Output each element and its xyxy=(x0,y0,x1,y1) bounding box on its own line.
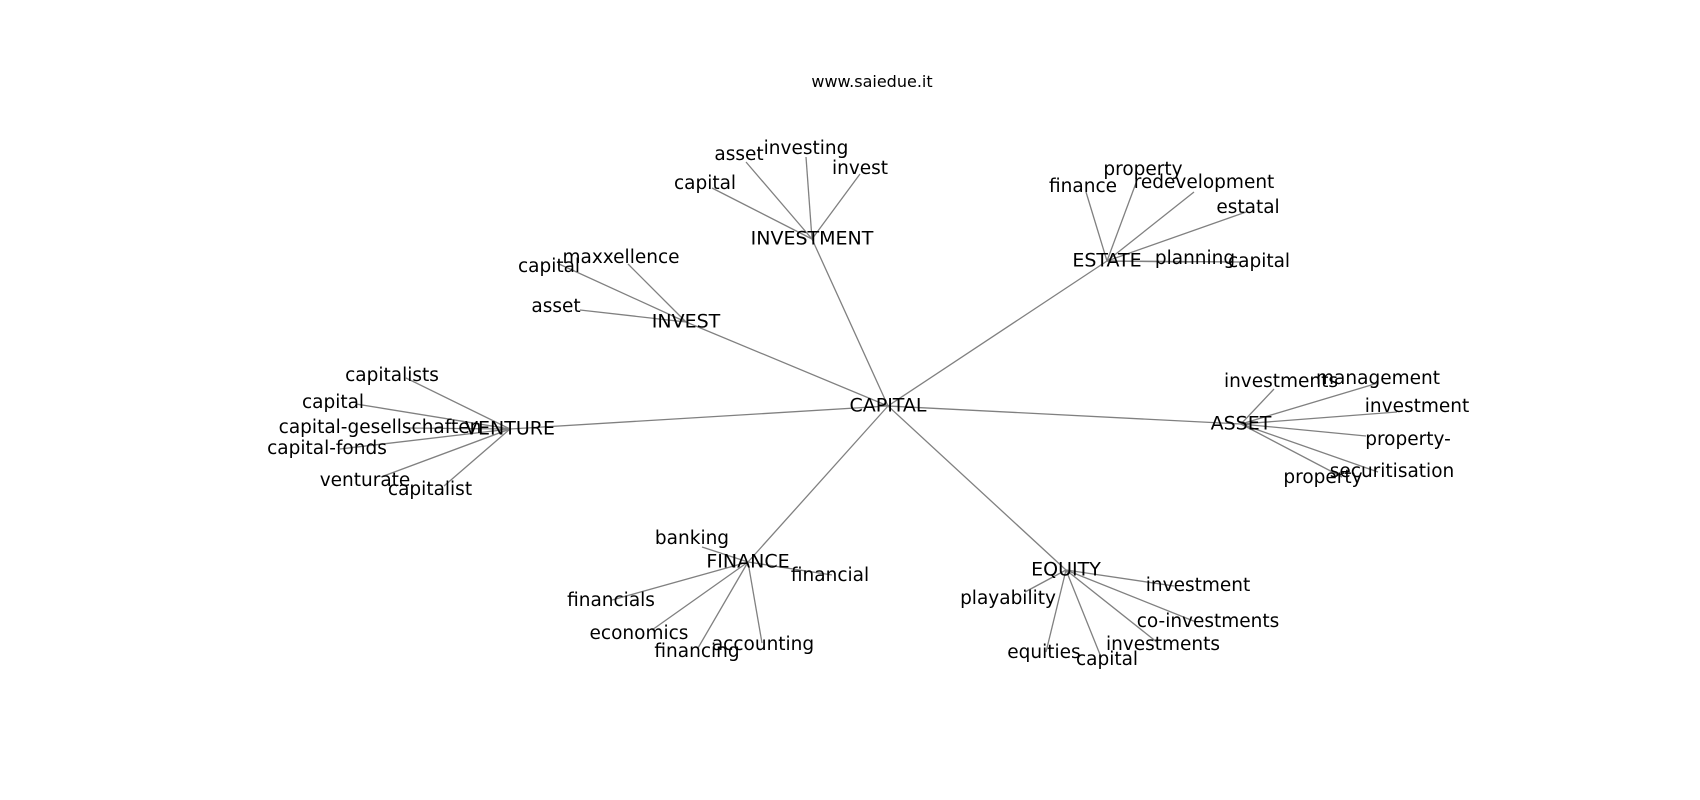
edge-estate-leaf xyxy=(1106,260,1242,263)
leaf-node-label: asset xyxy=(714,144,763,165)
edge-finance-leaf xyxy=(747,561,833,576)
edge-equity-leaf xyxy=(1065,569,1175,587)
leaf-node-label: securitisation xyxy=(1330,461,1454,482)
edge-center-estate xyxy=(887,260,1108,407)
edge-finance-leaf xyxy=(747,561,763,644)
leaf-node-label: finance xyxy=(1049,176,1117,197)
leaf-node-label: maxxellence xyxy=(562,247,679,268)
edge-center-asset xyxy=(887,405,1242,425)
hub-node-label: FINANCE xyxy=(706,551,789,573)
edge-invest-leaf xyxy=(558,263,687,323)
leaf-node-label: banking xyxy=(655,528,729,549)
edge-equity-leaf xyxy=(1065,569,1102,658)
leaf-node-label: management xyxy=(1316,368,1440,389)
edge-center-venture xyxy=(509,405,889,430)
leaf-node-label: equities xyxy=(1007,642,1080,663)
hub-node-label: EQUITY xyxy=(1031,559,1101,581)
leaf-node-label: invest xyxy=(832,158,888,179)
edge-finance-leaf xyxy=(701,546,749,563)
edge-investment-leaf xyxy=(745,161,813,240)
leaf-node-label: capital xyxy=(1076,649,1138,670)
leaf-node-label: property xyxy=(1283,467,1362,488)
edge-center-investment xyxy=(811,238,889,407)
leaf-node-label: capital xyxy=(674,173,736,194)
edge-venture-leaf xyxy=(405,427,511,430)
leaf-node-label: capital xyxy=(1228,251,1290,272)
edge-invest-leaf xyxy=(579,309,687,323)
leaf-node-label: planning xyxy=(1155,248,1235,269)
leaf-node-label: co-investments xyxy=(1137,611,1280,632)
site-credit: www.saiedue.it xyxy=(811,72,932,91)
edge-finance-leaf xyxy=(697,561,749,649)
edge-estate-leaf xyxy=(1106,191,1195,262)
leaf-node-label: redevelopment xyxy=(1134,172,1275,193)
edge-asset-leaf xyxy=(1240,388,1275,425)
edge-asset-leaf xyxy=(1240,382,1379,425)
hub-node-label: INVEST xyxy=(652,311,721,333)
leaf-node-label: capital xyxy=(518,256,580,277)
edge-finance-leaf xyxy=(611,561,749,601)
edge-venture-leaf xyxy=(443,428,511,487)
leaf-node-label: economics xyxy=(590,623,689,644)
leaf-node-label: capital-fonds xyxy=(267,438,387,459)
edge-center-equity xyxy=(887,405,1067,571)
edge-venture-leaf xyxy=(380,428,511,478)
center-node-label: CAPITAL xyxy=(849,395,926,417)
leaf-node-label: financials xyxy=(567,590,655,611)
edge-venture-leaf xyxy=(405,377,511,430)
edge-center-finance xyxy=(747,405,889,563)
edge-equity-leaf xyxy=(1024,569,1067,593)
edge-investment-leaf xyxy=(805,156,813,240)
leaf-node-label: investment xyxy=(1146,575,1250,596)
edge-investment-leaf xyxy=(711,187,813,240)
leaf-node-label: estatal xyxy=(1216,197,1279,218)
leaf-node-label: investments xyxy=(1106,634,1220,655)
leaf-node-label: investment xyxy=(1365,396,1469,417)
edge-equity-leaf xyxy=(1045,569,1067,653)
leaf-node-label: venturate xyxy=(320,470,411,491)
hub-node-label: INVESTMENT xyxy=(751,228,874,250)
leaf-node-label: financial xyxy=(791,565,869,586)
leaf-node-label: capital xyxy=(302,392,364,413)
edge-finance-leaf xyxy=(651,561,749,631)
edge-asset-leaf xyxy=(1240,411,1398,425)
edge-equity-leaf xyxy=(1065,569,1197,623)
leaf-node-label: playability xyxy=(960,588,1056,609)
hub-node-label: ASSET xyxy=(1211,413,1272,435)
edge-investment-leaf xyxy=(811,173,861,240)
leaf-node-label: investing xyxy=(764,138,849,159)
edge-invest-leaf xyxy=(627,263,687,323)
edge-equity-leaf xyxy=(1065,569,1159,644)
leaf-node-label: property- xyxy=(1365,429,1451,450)
leaf-node-label: capitalist xyxy=(388,479,472,500)
leaf-node-label: asset xyxy=(531,296,580,317)
edge-estate-leaf xyxy=(1085,191,1108,262)
edge-asset-leaf xyxy=(1240,423,1367,437)
leaf-node-label: capital-gesellschaften xyxy=(279,417,482,438)
hub-node-label: VENTURE xyxy=(465,418,555,440)
edge-venture-leaf xyxy=(355,403,511,430)
leaf-node-label: financing xyxy=(654,641,739,662)
edge-venture-leaf xyxy=(339,428,511,450)
leaf-node-label: investments xyxy=(1224,371,1338,392)
leaf-node-label: capitalists xyxy=(345,365,439,386)
edge-estate-leaf xyxy=(1106,182,1137,262)
edge-asset-leaf xyxy=(1240,423,1343,478)
edge-estate-leaf xyxy=(1106,211,1247,262)
graph-edges xyxy=(339,156,1398,658)
edge-asset-leaf xyxy=(1240,423,1379,473)
edge-center-invest xyxy=(685,321,889,407)
leaf-node-label: accounting xyxy=(712,634,814,655)
hub-node-label: ESTATE xyxy=(1072,250,1141,272)
leaf-node-label: property xyxy=(1103,159,1182,180)
